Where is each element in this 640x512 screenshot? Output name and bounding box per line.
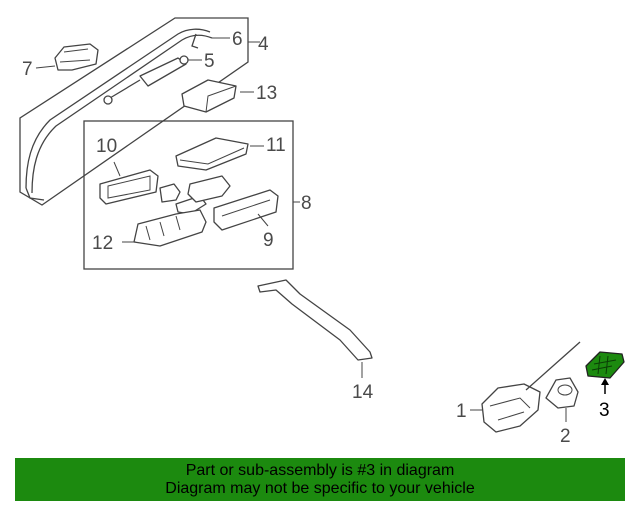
upper-assembly-outline (19, 17, 249, 206)
part-2-grommet (545, 377, 579, 422)
callout-8: 8 (301, 193, 312, 214)
part-3-switch-pad (585, 351, 625, 394)
callout-14: 14 (352, 382, 374, 403)
callout-6: 6 (232, 29, 243, 50)
part-1-actuator (470, 341, 581, 433)
callout-11: 11 (266, 135, 286, 156)
callout-9: 9 (263, 230, 274, 251)
part-12-housing (122, 209, 207, 247)
part-7-handle (35, 43, 99, 71)
banner-line-2: Diagram may not be specific to your vehi… (165, 479, 475, 497)
part-11-cover (175, 137, 264, 171)
banner-line-1: Part or sub-assembly is #3 in diagram (185, 461, 455, 479)
callout-3: 3 (599, 400, 610, 421)
callout-13: 13 (256, 83, 277, 104)
part-13-switch (181, 79, 254, 113)
part-9-lens (213, 189, 279, 231)
part-14-strip (257, 279, 373, 378)
info-banner: Part or sub-assembly is #3 in diagram Di… (15, 458, 625, 501)
callout-7: 7 (22, 59, 33, 80)
leader-lines (214, 37, 300, 203)
callout-12: 12 (92, 233, 113, 254)
lower-assembly-box (83, 120, 294, 270)
callout-5: 5 (204, 51, 215, 72)
part-6-seal (25, 28, 228, 201)
callout-2: 2 (560, 426, 571, 447)
callout-1: 1 (456, 401, 467, 422)
part-5-strut (103, 55, 202, 105)
callout-10: 10 (96, 136, 117, 157)
part-10-lamp (99, 161, 159, 205)
connector-parts (159, 175, 231, 215)
callout-4: 4 (258, 34, 269, 55)
